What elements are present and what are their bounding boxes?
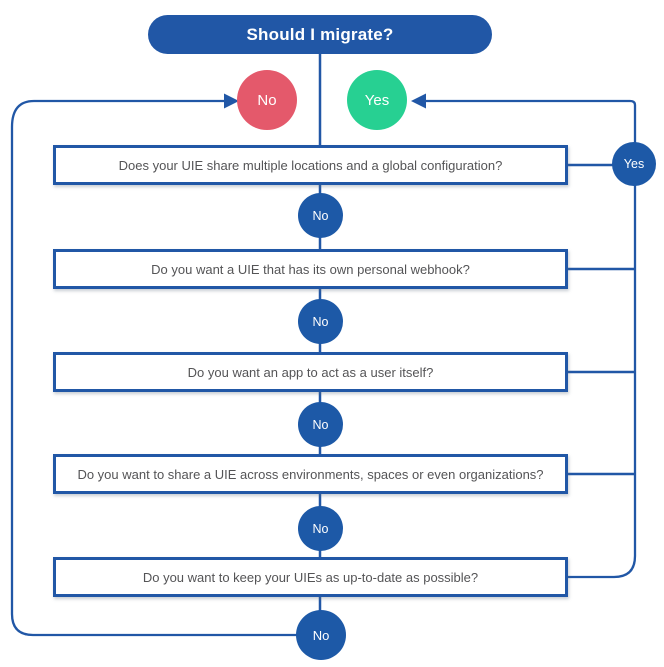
question-text: Do you want to keep your UIEs as up-to-d… [142,569,479,585]
outcome-yes-circle: Yes [347,70,407,130]
yes-arrow-head [411,93,426,109]
question-text: Do you want to share a UIE across enviro… [77,466,544,482]
no-step-label: No [312,627,330,643]
no-step-circle-2: No [298,299,343,344]
no-step-circle-5: No [296,610,346,660]
outcome-yes-label: Yes [364,91,390,109]
no-arrow-head [224,93,239,109]
no-step-circle-4: No [298,506,343,551]
question-text: Does your UIE share multiple locations a… [118,157,503,173]
question-box-5: Do you want to keep your UIEs as up-to-d… [53,557,568,597]
question-text: Do you want an app to act as a user itse… [187,364,434,380]
no-step-label: No [312,521,329,536]
no-step-label: No [312,208,329,223]
yes-rail-label: Yes [623,157,645,171]
question-text: Do you want a UIE that has its own perso… [151,261,470,277]
no-step-circle-1: No [298,193,343,238]
question-box-3: Do you want an app to act as a user itse… [53,352,568,392]
yes-rail-circle: Yes [612,142,656,186]
no-step-label: No [312,417,329,432]
page-title: Should I migrate? [246,24,394,44]
question-box-2: Do you want a UIE that has its own perso… [53,249,568,289]
outcome-no-circle: No [237,70,297,130]
yes-rail-line [426,99,637,579]
question-box-1: Does your UIE share multiple locations a… [53,145,568,185]
no-step-label: No [312,314,329,329]
question-box-4: Do you want to share a UIE across enviro… [53,454,568,494]
no-return-line [10,99,297,637]
outcome-no-label: No [257,91,277,109]
no-step-circle-3: No [298,402,343,447]
title-pill: Should I migrate? [148,15,492,54]
